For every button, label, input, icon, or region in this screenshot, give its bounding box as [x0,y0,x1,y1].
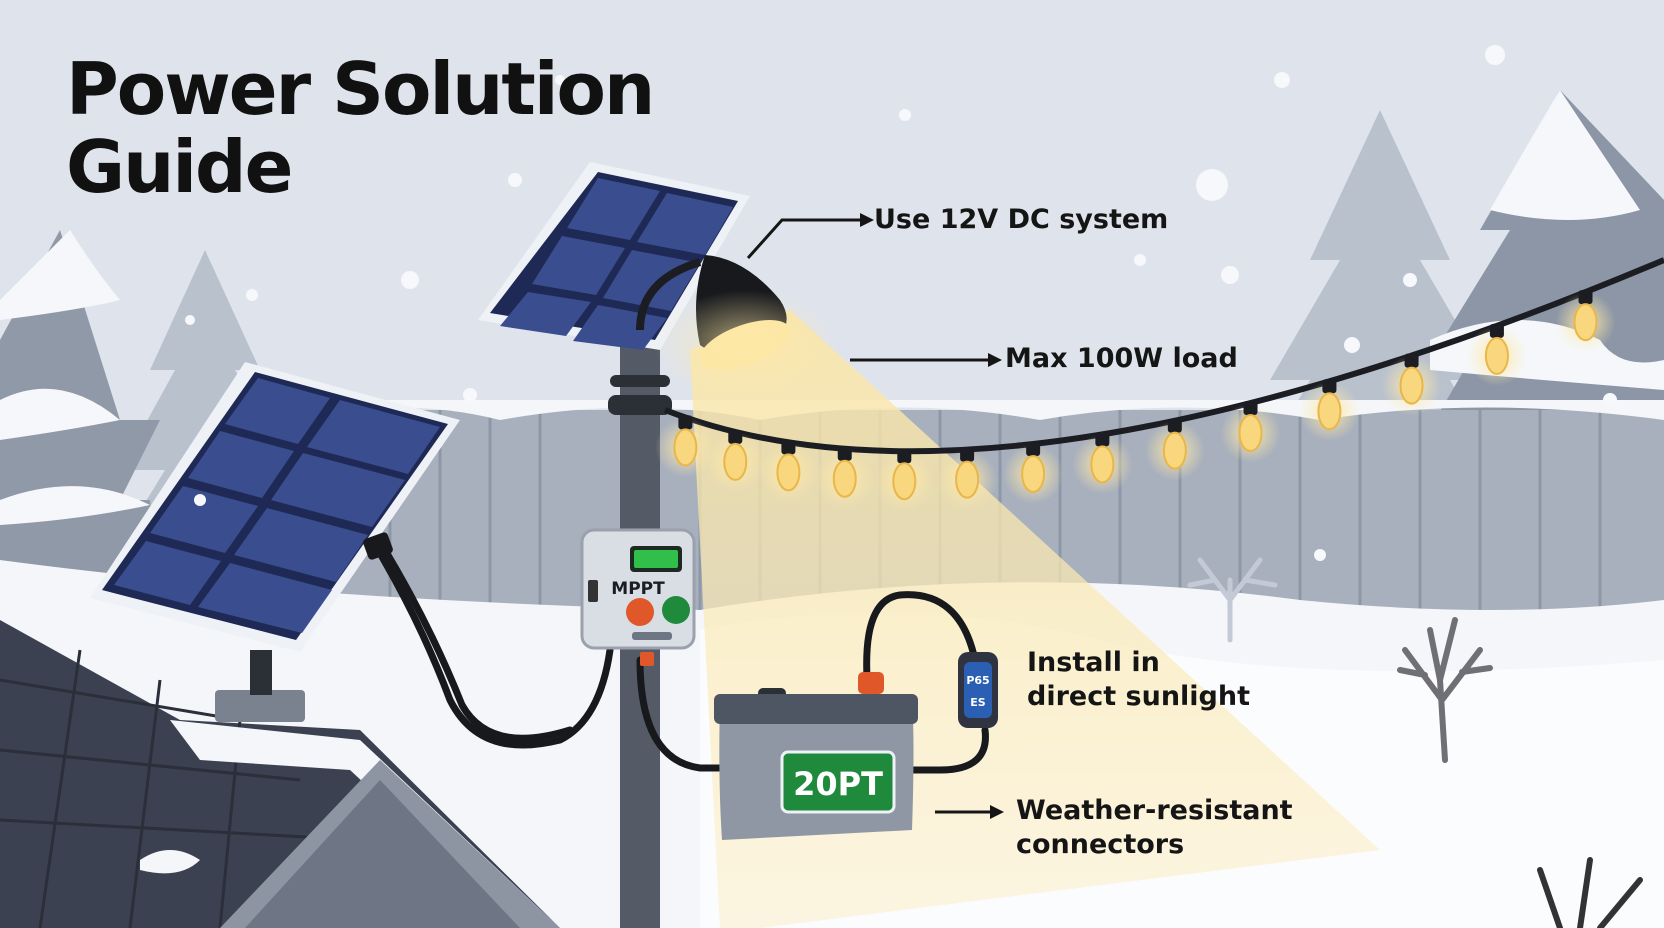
callout-dc-system: Use 12V DC system [874,204,1169,235]
string-light-bulb-icon [1144,418,1205,481]
bare-shrub [1537,857,1643,928]
callout-install-line-2: direct sunlight [1027,681,1251,712]
title-line-2: Guide [66,125,293,209]
roof [0,620,560,928]
solar-panel-icon [90,362,460,722]
solar-panel-icon [478,162,750,350]
string-light-bulb-icon [814,446,875,509]
string-light-bulb-icon [874,449,935,512]
callout-connectors-line-1: Weather-resistant [1016,795,1293,826]
title-line-1: Power Solution [66,47,655,131]
battery-label: 20PT [793,765,883,803]
fuse-label-bottom: ES [970,696,986,709]
snowflake-icon [185,45,1617,561]
string-light-wire [663,257,1664,455]
string-light-bulb-icon [1220,401,1281,464]
string-light-bulb-icon [1072,432,1133,495]
string-lights [655,290,1616,512]
callout-arrows [746,213,1004,819]
inline-fuse-icon [958,652,998,728]
string-light-bulb-icon [937,447,998,510]
string-light-bulb-icon [1381,353,1442,416]
callout-install-line-1: Install in [1027,647,1160,678]
arrow-right-icon [746,213,874,260]
string-light-bulb-icon [1555,290,1616,353]
string-light-bulb-icon [758,440,819,503]
callout-connectors-line-2: connectors [1016,829,1185,860]
fuse-label-top: P65 [966,674,989,687]
charge-controller-icon [580,528,696,666]
lamp-icon [636,255,835,400]
string-light-bulb-icon [1003,441,1064,504]
controller-label: MPPT [611,579,665,599]
callout-max-load: Max 100W load [1005,343,1238,374]
solar-cable [371,541,989,774]
arrow-right-icon [850,353,1002,367]
string-light-bulb-icon [1466,323,1527,386]
page-title: Power Solution Guide [66,47,655,209]
arrow-right-icon [935,805,1004,819]
bare-shrub [1397,617,1493,763]
snowy-bush [1187,557,1278,643]
string-light-bulb-icon [655,415,716,478]
string-light-bulb-icon [705,429,766,492]
callout-install: Install in direct sunlight [1027,646,1250,714]
string-light-bulb-icon [1299,379,1360,442]
callout-connectors: Weather-resistant connectors [1016,794,1293,862]
battery-icon [714,672,918,840]
